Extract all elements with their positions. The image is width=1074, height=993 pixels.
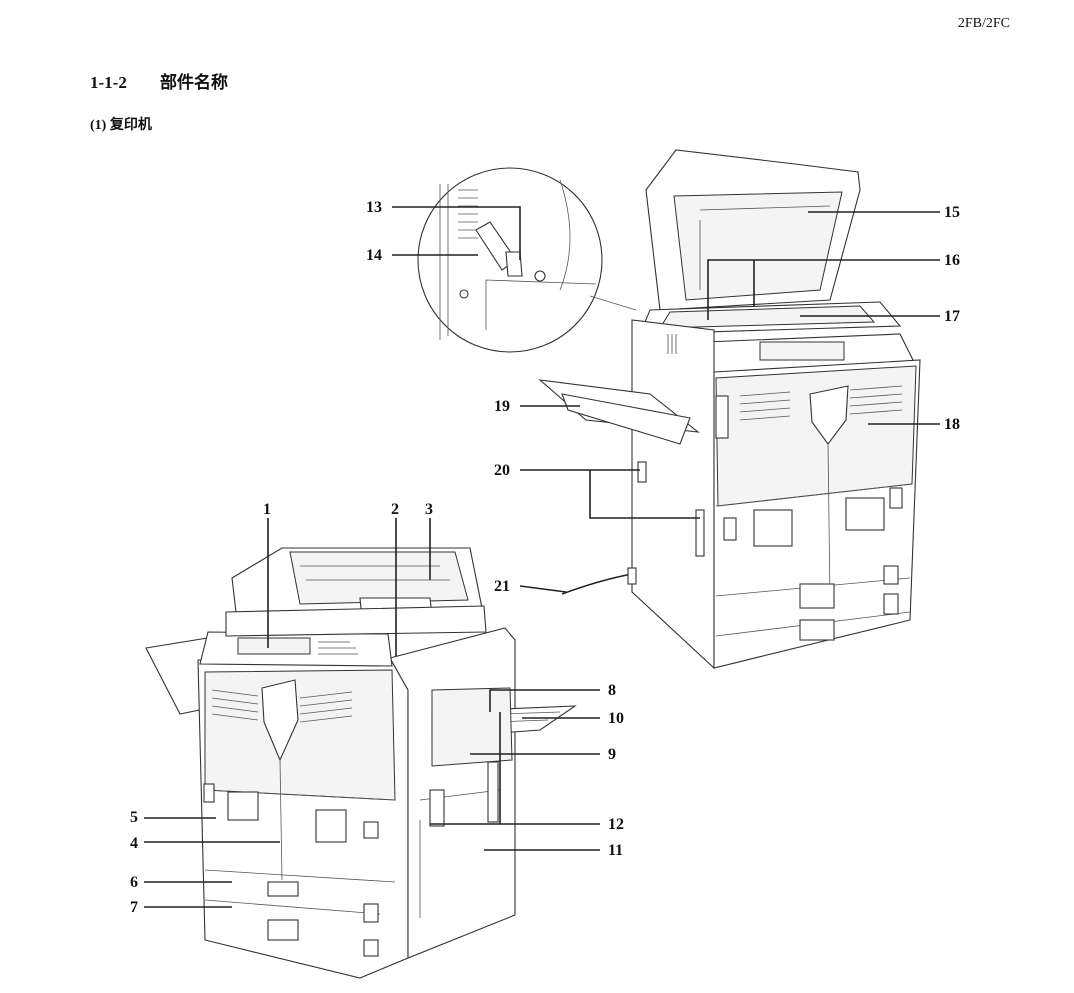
- rear-copier-drawing: [538, 149, 921, 670]
- callout-13: 13: [366, 199, 382, 216]
- callout-19: 19: [494, 398, 510, 415]
- detail-magnifier: [417, 167, 637, 353]
- callout-15: 15: [944, 204, 960, 221]
- callout-4: 4: [130, 835, 138, 852]
- callout-6: 6: [130, 874, 138, 891]
- callout-18: 18: [944, 416, 960, 433]
- callout-9: 9: [608, 746, 616, 763]
- callout-17: 17: [944, 308, 960, 325]
- callout-10: 10: [608, 710, 624, 727]
- section-number: 1-1-2: [90, 73, 127, 92]
- callout-3: 3: [425, 501, 433, 518]
- section-title: 部件名称: [160, 73, 228, 92]
- callout-11: 11: [608, 842, 623, 859]
- callout-7: 7: [130, 899, 138, 916]
- callout-lines: [144, 206, 940, 908]
- callout-21: 21: [494, 578, 510, 595]
- callout-2: 2: [391, 501, 399, 518]
- document-code: 2FB/2FC: [957, 16, 1010, 31]
- callout-8: 8: [608, 682, 616, 699]
- callout-16: 16: [944, 252, 960, 269]
- callout-14: 14: [366, 247, 382, 264]
- callout-labels: 1 2 3 4 5 6 7 8 9 10 11 12 13 14 15 16 1…: [130, 199, 960, 916]
- callout-20: 20: [494, 462, 510, 479]
- callout-5: 5: [130, 809, 138, 826]
- subsection-heading: (1) 复印机: [90, 118, 152, 133]
- front-copier-drawing: [145, 547, 577, 979]
- callout-1: 1: [263, 501, 271, 518]
- section-heading: 1-1-2 部件名称: [90, 68, 228, 93]
- callout-12: 12: [608, 816, 624, 833]
